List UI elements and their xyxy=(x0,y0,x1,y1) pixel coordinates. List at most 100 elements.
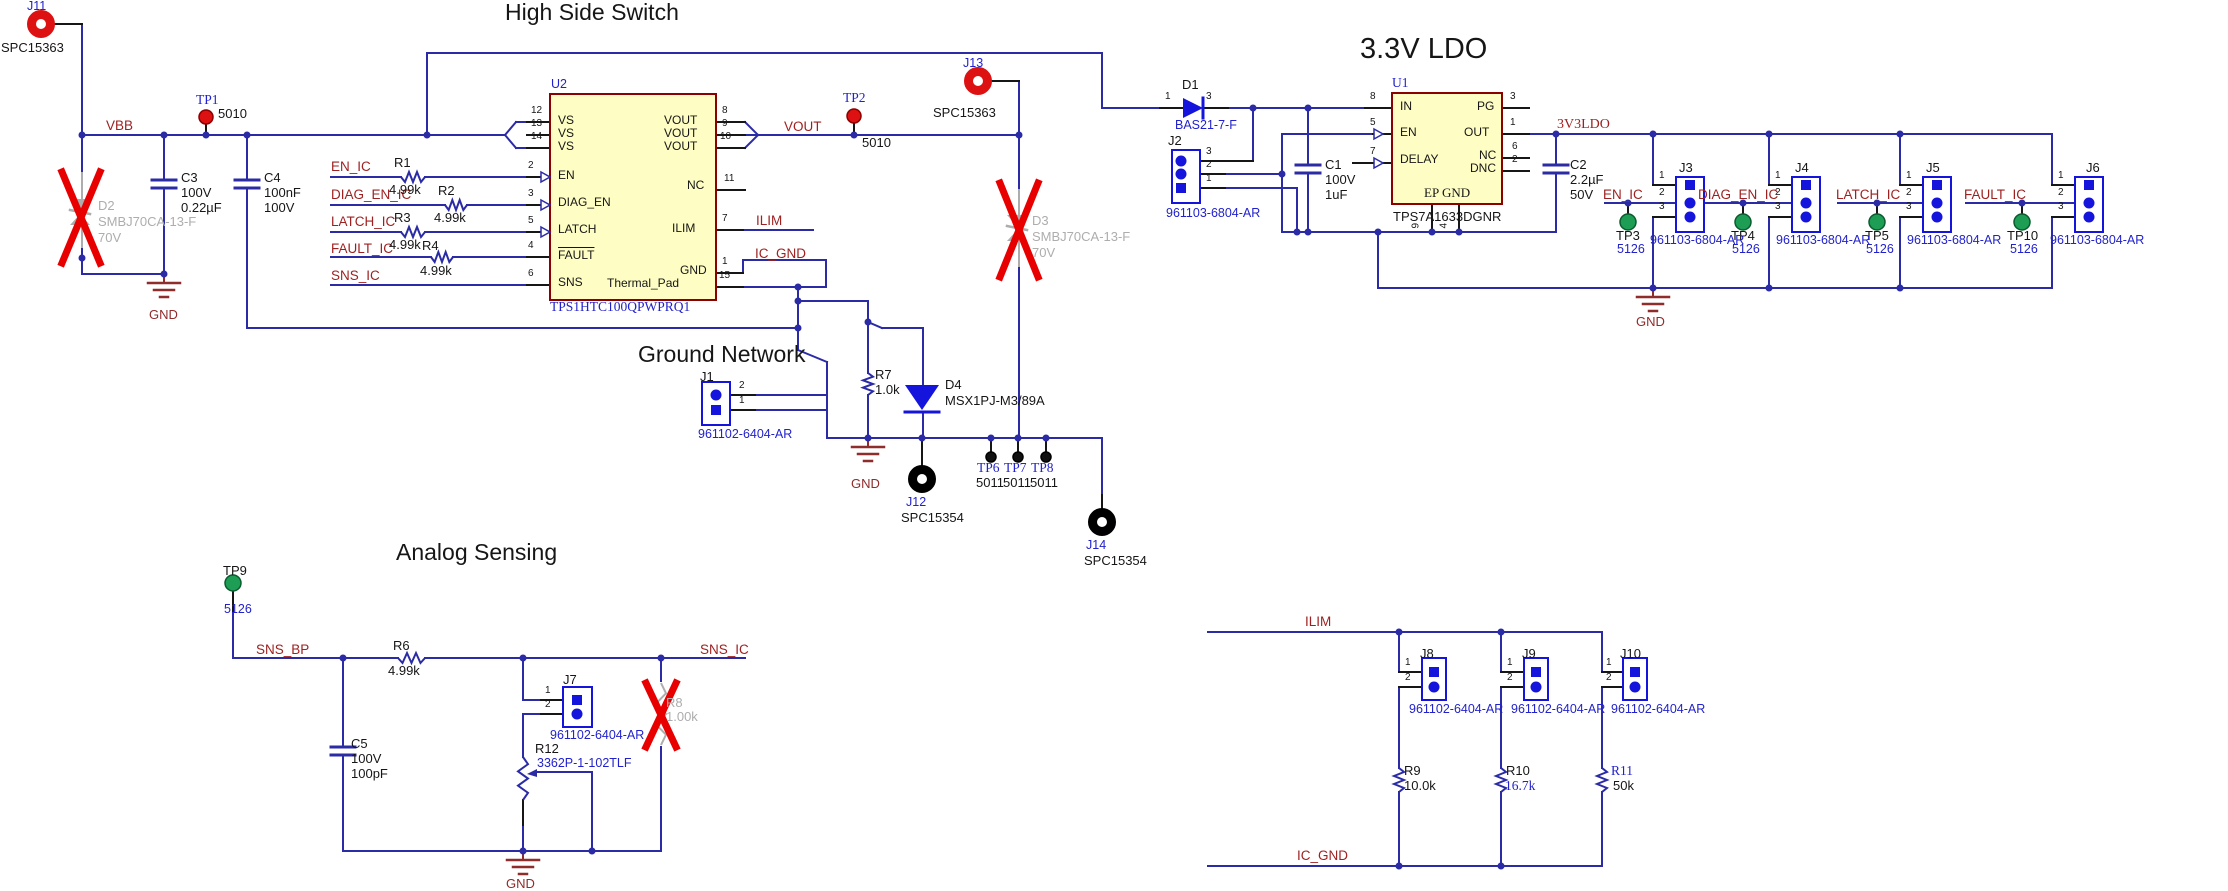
label-4: 4 xyxy=(1438,222,1450,229)
label-j1: J1 xyxy=(700,369,714,384)
label-ilim: ILIM xyxy=(672,221,696,235)
label-in: IN xyxy=(1400,99,1412,113)
connector-j2-pin-square xyxy=(1176,183,1186,193)
ring-connector-j13[interactable] xyxy=(964,67,992,95)
testpoint-tp4[interactable] xyxy=(1734,213,1752,231)
label-3: 3 xyxy=(528,188,534,199)
label-2: 2 xyxy=(2058,187,2064,198)
testpoint-tp8[interactable] xyxy=(1040,451,1052,463)
connector-j6-pin-circle xyxy=(2083,197,2095,209)
label-c2: C2 xyxy=(1570,157,1587,172)
junction-dot xyxy=(519,847,527,855)
label-tp4: TP4 xyxy=(1731,228,1755,243)
label-1: 1 xyxy=(1405,657,1411,668)
label-spc15363: SPC15363 xyxy=(1,40,64,55)
junction-dot xyxy=(987,434,995,442)
label-8: 8 xyxy=(722,105,728,116)
junction-dot xyxy=(160,270,168,278)
connector-j8[interactable] xyxy=(1421,657,1447,701)
label-100nf: 100nF xyxy=(264,185,301,200)
junction-dot xyxy=(588,847,596,855)
junction-dot xyxy=(1873,199,1881,207)
label-vout: VOUT xyxy=(664,139,698,153)
resistor-r1-symbol[interactable] xyxy=(400,169,426,185)
connector-j2-pin-circle xyxy=(1175,168,1187,180)
label-c5: C5 xyxy=(351,736,368,751)
label-r9: R9 xyxy=(1404,763,1421,778)
resistor-r10-symbol[interactable] xyxy=(1493,767,1509,793)
label-gnd: GND xyxy=(149,307,178,322)
resistor-r3-symbol[interactable] xyxy=(400,224,426,240)
diode-d1-symbol[interactable] xyxy=(1183,98,1203,118)
testpoint-tp3[interactable] xyxy=(1619,213,1637,231)
ic-u2-body[interactable] xyxy=(549,93,717,301)
ring-connector-j14[interactable] xyxy=(1088,508,1116,536)
junction-dot xyxy=(657,654,665,662)
junction-dot xyxy=(1497,628,1505,636)
testpoint-tp5[interactable] xyxy=(1868,213,1886,231)
resistor-r12-symbol[interactable] xyxy=(516,756,530,801)
resistor-r4-symbol[interactable] xyxy=(430,249,454,265)
label-5: 5 xyxy=(1370,117,1376,128)
label-5: 5 xyxy=(528,215,534,226)
testpoint-tp6[interactable] xyxy=(985,451,997,463)
label-d3: D3 xyxy=(1032,213,1049,228)
connector-j9[interactable] xyxy=(1523,657,1549,701)
testpoint-tp1[interactable] xyxy=(198,109,214,125)
resistor-r9-symbol[interactable] xyxy=(1391,767,1407,793)
label-j13: J13 xyxy=(963,56,984,70)
pin-input-arrow-icon xyxy=(1373,156,1385,170)
resistor-r11-symbol[interactable] xyxy=(1594,767,1610,793)
label-3: 3 xyxy=(1775,201,1781,212)
label-961103-6804-ar: 961103-6804-AR xyxy=(1776,233,1871,247)
connector-j1[interactable] xyxy=(701,381,731,426)
label-vs: VS xyxy=(558,113,575,127)
connector-j10-pin-square xyxy=(1630,667,1640,677)
ring-connector-j11[interactable] xyxy=(27,10,55,38)
label-3: 3 xyxy=(2058,201,2064,212)
label-7: 7 xyxy=(1370,146,1376,157)
junction-dot xyxy=(1395,628,1403,636)
junction-dot xyxy=(1015,131,1023,139)
label-961102-6404-ar: 961102-6404-AR xyxy=(1611,702,1706,716)
label-delay: DELAY xyxy=(1400,152,1439,166)
label-3: 3 xyxy=(1510,91,1516,102)
label-1: 1 xyxy=(2058,170,2064,181)
connector-j7[interactable] xyxy=(562,686,593,728)
label-4-99k: 4.99k xyxy=(389,237,421,252)
label-j8: J8 xyxy=(1420,646,1434,661)
label-j7: J7 xyxy=(563,672,577,687)
label-961102-6404-ar: 961102-6404-AR xyxy=(698,427,793,441)
connector-j10[interactable] xyxy=(1622,657,1648,701)
testpoint-tp9[interactable] xyxy=(224,574,242,592)
resistor-r2-symbol[interactable] xyxy=(444,197,468,213)
resistor-r7-symbol[interactable] xyxy=(860,372,876,396)
label-10: 10 xyxy=(720,131,732,142)
label-5126: 5126 xyxy=(224,602,252,616)
testpoint-tp2[interactable] xyxy=(846,108,862,124)
label-70v: 70V xyxy=(1032,245,1056,260)
ring-connector-j12[interactable] xyxy=(908,465,936,493)
connector-j7-pin-circle xyxy=(571,708,583,720)
diode-d4-symbol[interactable] xyxy=(905,385,939,410)
resistor-r8-symbol[interactable] xyxy=(654,682,668,746)
label-6: 6 xyxy=(528,268,534,279)
label-3: 3 xyxy=(1906,201,1912,212)
junction-dot xyxy=(1649,284,1657,292)
label-u1: U1 xyxy=(1392,75,1409,90)
junction-dot xyxy=(243,131,251,139)
label-nc: NC xyxy=(1479,148,1497,162)
label-9: 9 xyxy=(1410,222,1422,229)
testpoint-tp10[interactable] xyxy=(2013,213,2031,231)
ic-u1-body[interactable] xyxy=(1391,92,1503,205)
label-gnd: GND xyxy=(851,476,880,491)
label-100pf: 100pF xyxy=(351,766,388,781)
junction-dot xyxy=(1042,434,1050,442)
label-latch-ic: LATCH_IC xyxy=(331,214,396,229)
wire xyxy=(796,348,829,364)
label-dnc: DNC xyxy=(1470,161,1496,175)
testpoint-tp7[interactable] xyxy=(1012,451,1024,463)
resistor-r6-symbol[interactable] xyxy=(397,650,426,666)
junction-dot xyxy=(1739,199,1747,207)
